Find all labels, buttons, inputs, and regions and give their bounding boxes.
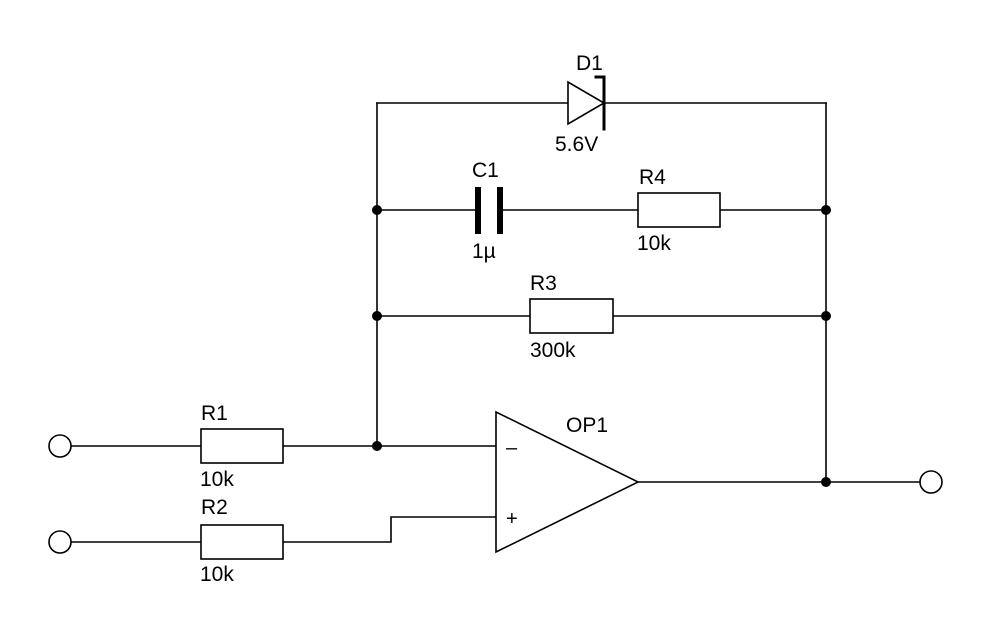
d1-value: 5.6V [555,133,598,156]
wires [70,102,921,543]
junction-dot [821,477,831,487]
r2-value: 10k [200,563,234,586]
resistor-body [529,298,614,334]
resistor-r1: R1 10k [200,402,284,491]
zener-diode-d1: D1 5.6V [555,52,606,156]
output-terminal [919,470,943,494]
op-amp-triangle [495,410,640,554]
c1-value: 1µ [472,240,496,263]
resistor-body [200,524,284,560]
resistor-r3: R3 300k [529,272,614,362]
r2-label: R2 [201,496,228,519]
junction-dot [372,441,382,451]
capacitor-c1: C1 1µ [472,159,503,263]
junctions [372,205,831,487]
diode-triangle [567,80,606,126]
resistor-r2: R2 10k [200,496,284,586]
c1-label: C1 [472,159,499,182]
r4-value: 10k [637,232,671,255]
input1-terminal [48,434,72,458]
op-amp-op1: – + OP1 [495,410,640,554]
resistor-r4: R4 10k [637,166,721,255]
r3-value: 300k [530,339,576,362]
terminals [48,434,943,554]
r3-label: R3 [530,272,557,295]
resistor-body [200,428,284,464]
r2-to-plus-wire [282,516,497,543]
junction-dot [372,205,382,215]
inverting-input-sign: – [506,437,518,459]
d1-label: D1 [576,52,603,75]
input2-terminal [48,530,72,554]
r4-label: R4 [639,166,666,189]
r1-label: R1 [201,402,228,425]
r1-value: 10k [200,468,234,491]
op1-label: OP1 [566,414,608,437]
junction-dot [821,311,831,321]
resistor-body [637,192,721,228]
junction-dot [821,205,831,215]
junction-dot [372,311,382,321]
non-inverting-input-sign: + [506,508,518,530]
diode-cathode-bar [594,75,606,131]
